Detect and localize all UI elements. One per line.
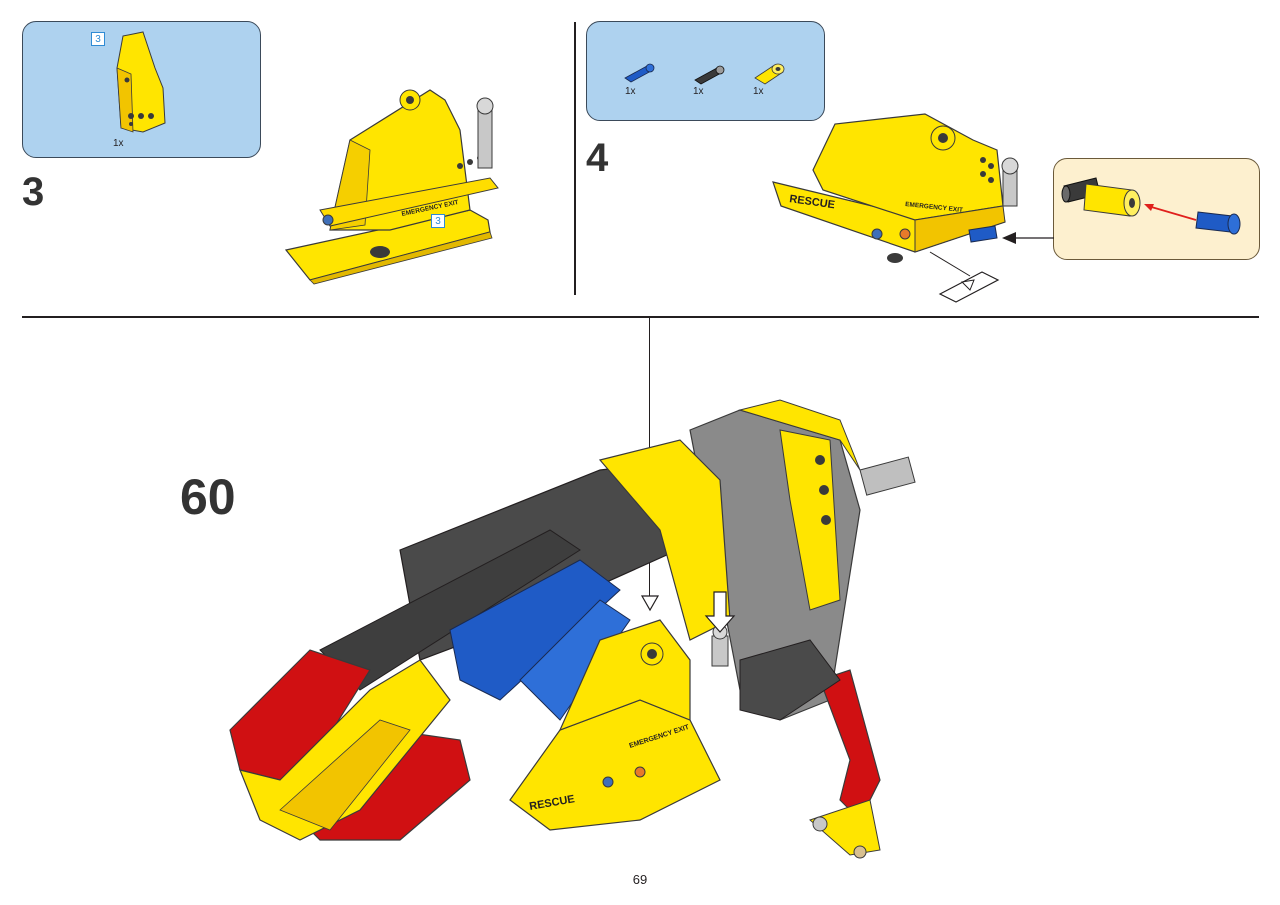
callout-pointer-arrow xyxy=(1002,232,1054,244)
step4-number: 4 xyxy=(586,136,609,180)
black-axle-pin-part-icon xyxy=(694,65,725,85)
step4-part1-qty: 1x xyxy=(625,86,636,97)
step4-part2-qty: 1x xyxy=(693,86,704,97)
blue-pin-part-icon xyxy=(624,63,655,83)
step3-number: 3 xyxy=(22,170,45,214)
step4-part3-qty: 1x xyxy=(753,86,764,97)
subassembly-connector-arrowhead xyxy=(640,595,660,612)
page-number: 69 xyxy=(632,872,648,887)
yellow-panel-part-icon xyxy=(116,31,166,133)
vertical-divider xyxy=(574,22,576,295)
step60-model-illustration: RESCUE EMERGENCY EXIT xyxy=(229,399,916,859)
step3-assembly-badge: 3 xyxy=(431,214,445,228)
step3-assembly-illustration: EMERGENCY EXIT xyxy=(284,89,499,285)
step3-parts-badge: 3 xyxy=(91,32,105,46)
step3-parts-box: 3 1x xyxy=(22,21,261,158)
step60-number: 60 xyxy=(180,469,236,525)
step4-parts-box: 1x 1x 1x xyxy=(586,21,825,121)
step3-part-qty: 1x xyxy=(113,138,124,149)
step4-assembly-illustration: RESCUE EMERGENCY EXIT xyxy=(772,113,1019,263)
horizontal-divider xyxy=(22,316,1259,318)
sticker-icon xyxy=(929,251,1000,303)
yellow-connector-part-icon xyxy=(754,63,785,85)
step4-callout-illustration xyxy=(1061,177,1241,235)
